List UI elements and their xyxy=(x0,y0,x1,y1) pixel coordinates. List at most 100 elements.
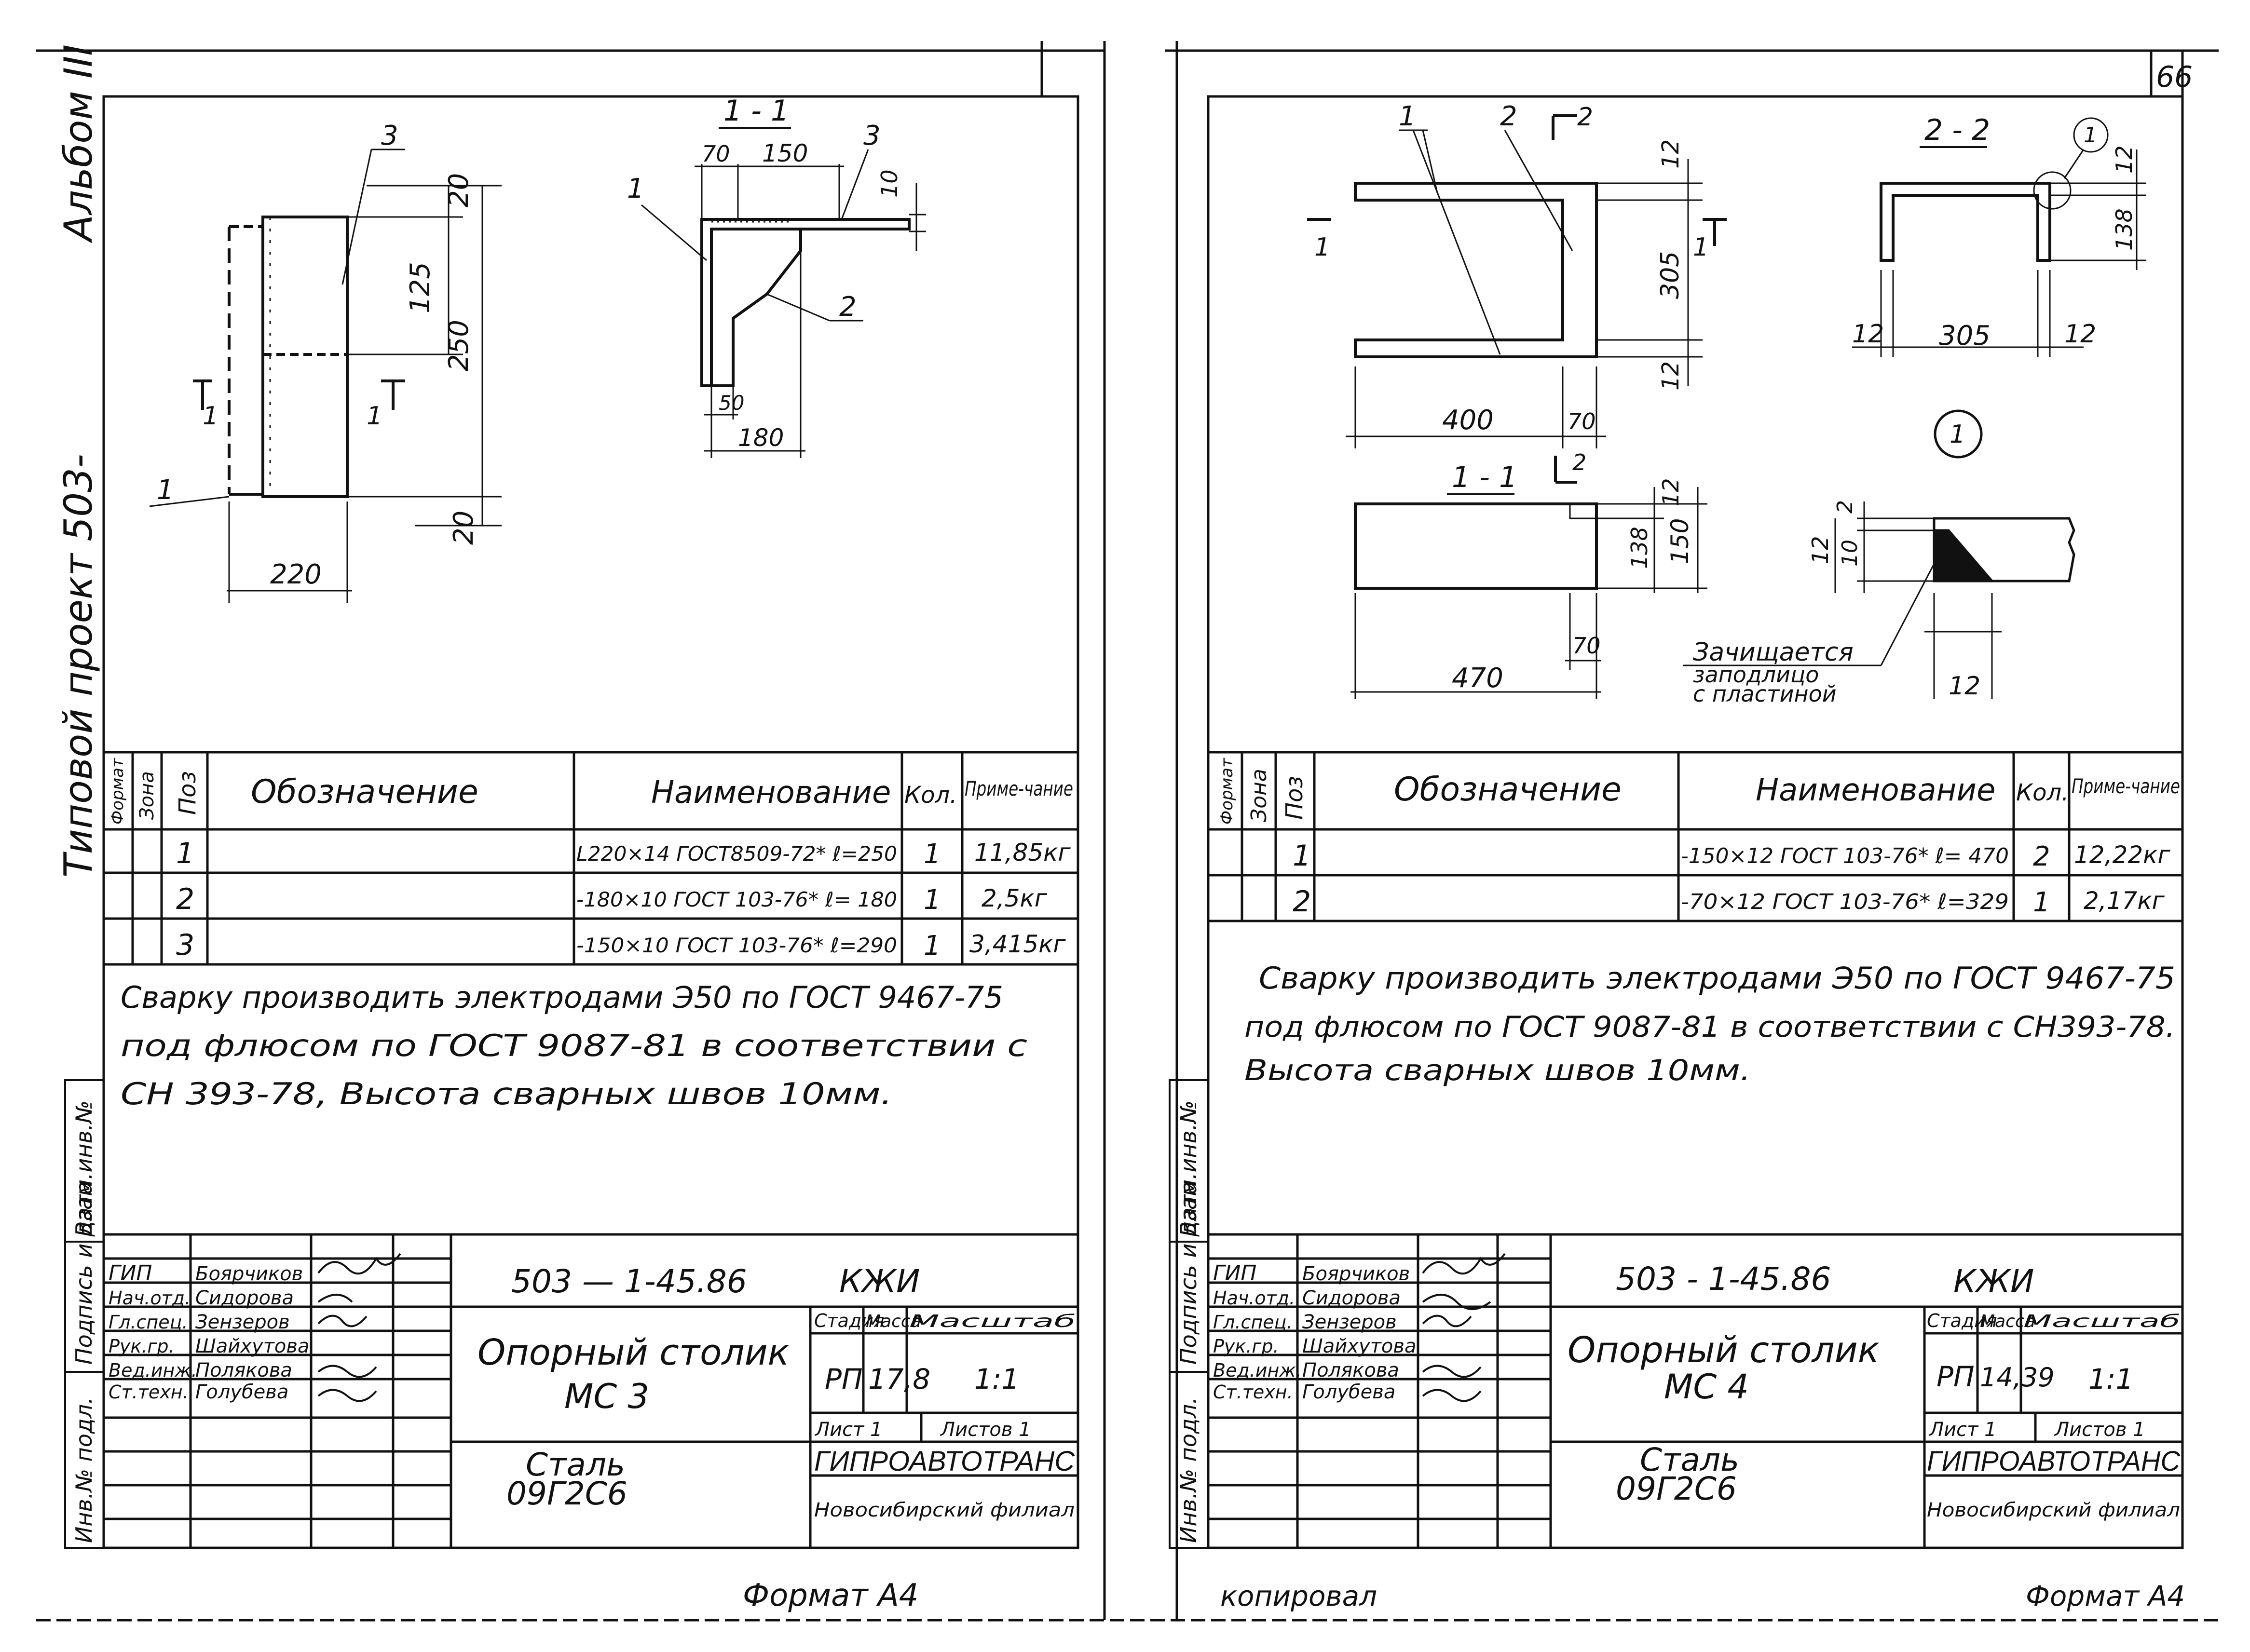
tb1-role-0: ГИП xyxy=(109,1261,152,1286)
sheet2-plan-dims xyxy=(1307,114,1727,448)
tb2-role-5: Ст.техн. xyxy=(1213,1381,1293,1403)
tb1-role-4: Вед.инж. xyxy=(109,1360,197,1381)
s2-row1-name: -150×12 ГОСТ 103-76* ℓ= 470 xyxy=(1681,844,2009,868)
s2-hdr-qty: Кол. xyxy=(2016,779,2069,806)
tb2-org-branch: Новосибирский филиал xyxy=(1927,1499,2180,1521)
s2-dim-s12c: 12 xyxy=(2064,320,2096,349)
s2-dim-12c: 12 xyxy=(1658,478,1684,506)
row1-pos: 1 xyxy=(176,837,194,870)
tb2-role-2: Гл.спец. xyxy=(1213,1312,1293,1333)
tb1-sheet-label: Лист 1 xyxy=(814,1419,883,1441)
sheet2-node-dims xyxy=(1683,501,2002,699)
tb1-role-5: Ст.техн. xyxy=(109,1381,189,1403)
tb1-org-branch: Новосибирский филиал xyxy=(814,1499,1075,1521)
tb2-role-4: Вед.инж. xyxy=(1213,1360,1302,1381)
tb1-name-2: Зензеров xyxy=(195,1311,290,1333)
tb2-role-0: ГИП xyxy=(1213,1261,1257,1286)
tb2-name-2: Зензеров xyxy=(1302,1311,1397,1333)
hdr-designation: Обозначение xyxy=(251,773,478,811)
weld-note-3: с пластиной xyxy=(1693,681,1837,707)
tb2-role-1: Нач.отд. xyxy=(1213,1287,1295,1309)
weld-note-2: заподлицо xyxy=(1693,662,1819,688)
s2-row2-name: -70×12 ГОСТ 103-76* ℓ=329 xyxy=(1681,890,2009,914)
s2-pos-1: 1 xyxy=(1399,101,1416,132)
tb1-stage: РП xyxy=(825,1363,863,1395)
stamp2-replace: Взам.инв.№ xyxy=(1175,1100,1201,1237)
s2-dim-12a: 12 xyxy=(1657,139,1684,169)
tb1-role-1: Нач.отд. xyxy=(109,1287,191,1309)
tb1-name-5: Голубева xyxy=(195,1381,288,1403)
s2-row2-note: 2,17кг xyxy=(2084,887,2165,915)
sheet1-title-block xyxy=(102,1233,1079,1549)
s2-row1-qty: 2 xyxy=(2033,841,2050,872)
s2-dim-s12a: 12 xyxy=(2111,145,2137,174)
sheet1-section-view xyxy=(700,218,911,387)
sheet2-section-11 xyxy=(1354,502,1598,590)
sheet2-section-22-dims xyxy=(1852,117,2146,357)
tb1-scale-label: Масштаб xyxy=(909,1312,1076,1331)
tb2-sheet-label: Лист 1 xyxy=(1928,1419,1997,1441)
s2-node-label: 1 xyxy=(1950,420,1965,449)
tb2-title-line2: МС 4 xyxy=(1664,1367,1749,1407)
sec-dim-70: 70 xyxy=(702,141,730,167)
s2-hdr-note: Приме-чание xyxy=(2072,774,2180,798)
s2-row2-pos: 2 xyxy=(1293,885,1311,919)
s2-hdr-name: Наименование xyxy=(1756,772,1995,808)
tb1-code: 503 — 1-45.86 xyxy=(511,1263,747,1300)
s2-cut1-right: 1 xyxy=(1693,233,1709,262)
note2-line2: под флюсом по ГОСТ 9087-81 в соответстви… xyxy=(1244,1010,2175,1044)
s2-cut2-mid: 2 xyxy=(1572,449,1586,475)
tb2-scale: 1:1 xyxy=(2088,1363,2133,1395)
pos-label-1: 1 xyxy=(157,474,174,506)
s2-dim-12b: 12 xyxy=(1657,361,1684,391)
dim-20-bottom: 20 xyxy=(448,511,479,545)
note1-line3: СН 393-78, Высота сварных швов 10мм. xyxy=(121,1076,892,1111)
tb2-org: ГИПРОАВТОТРАНС xyxy=(1927,1446,2181,1477)
hdr-pos: Поз xyxy=(174,771,201,815)
weld-note-1: Зачищается xyxy=(1693,638,1854,667)
tb2-name-5: Голубева xyxy=(1302,1381,1395,1403)
tb2-name-3: Шайхутова xyxy=(1302,1335,1416,1357)
hdr-note: Приме-чание xyxy=(965,777,1073,800)
sheet1-section-dims xyxy=(641,149,926,458)
row2-name: -180×10 ГОСТ 103-76* ℓ= 180 xyxy=(576,888,897,911)
section-title-1-1: 1 - 1 xyxy=(723,94,789,128)
hdr-format: Формат xyxy=(108,758,127,825)
stamp-replace: Взам.инв.№ xyxy=(71,1100,97,1237)
s2-dim-s12b: 12 xyxy=(1852,320,1884,349)
tb1-title-line1: Опорный столик xyxy=(477,1332,790,1373)
tb1-mass: 17,8 xyxy=(868,1363,930,1395)
s2-hdr-format: Формат xyxy=(1217,758,1237,825)
stamp2-inv: Инв.№ подл. xyxy=(1175,1397,1201,1543)
row2-qty: 1 xyxy=(924,884,941,916)
sheet2-format: Формат А4 xyxy=(2026,1580,2185,1612)
copied-label: копировал xyxy=(1220,1580,1377,1612)
tb2-name-0: Боярчиков xyxy=(1302,1263,1410,1285)
tb2-stage: РП xyxy=(1936,1360,1975,1393)
tb1-name-4: Полякова xyxy=(195,1359,292,1381)
s2-dim-s138: 138 xyxy=(2111,208,2137,251)
dim-220: 220 xyxy=(270,559,322,590)
row1-name: L220×14 ГОСТ8509-72* ℓ=250 xyxy=(576,842,897,866)
sheet1-spec-table xyxy=(102,751,1079,966)
s2-row1-pos: 1 xyxy=(1293,839,1311,873)
tb1-mass-label: Масса xyxy=(866,1312,921,1331)
tb2-sheets-label: Листов 1 xyxy=(2054,1419,2145,1441)
sec-dim-180: 180 xyxy=(738,424,784,452)
tb1-role-2: Гл.спец. xyxy=(109,1312,188,1333)
sec-dim-10: 10 xyxy=(876,169,902,198)
sec-dim-150: 150 xyxy=(762,139,808,167)
tb1-name-3: Шайхутова xyxy=(195,1335,309,1357)
tb2-stage-label: Стадия xyxy=(1927,1310,1997,1331)
s2-row1-note: 12,22кг xyxy=(2074,841,2170,869)
tb1-stage-label: Стадия xyxy=(814,1310,885,1331)
dim-20-top: 20 xyxy=(443,173,475,207)
sheet1-angle-dims xyxy=(149,149,502,603)
s2-dim-k12b: 12 xyxy=(1949,672,1980,701)
tb1-material-line2: 09Г2С6 xyxy=(506,1475,627,1512)
tb2-mass: 14,39 xyxy=(1980,1362,2055,1393)
tb2-signatures xyxy=(1422,1253,1506,1402)
hdr-zone: Зона xyxy=(136,771,158,820)
stamp-signature: Подпись и дата xyxy=(71,1181,97,1365)
